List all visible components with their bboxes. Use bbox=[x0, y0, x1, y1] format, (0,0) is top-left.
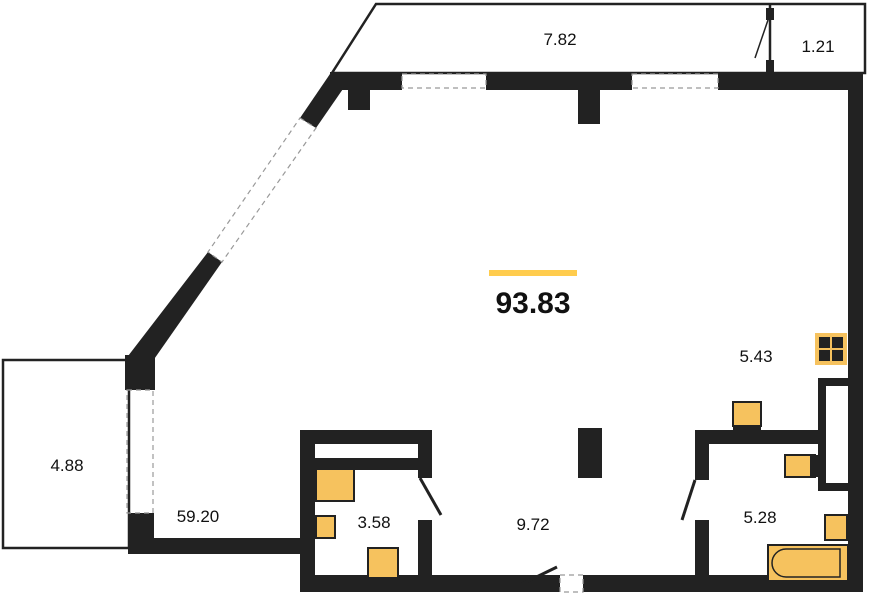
doors bbox=[418, 477, 697, 593]
fixtures bbox=[315, 333, 849, 582]
kitchen-sink-icon bbox=[732, 401, 762, 427]
room-hall-area: 9.72 bbox=[516, 515, 549, 534]
balcony-left-outline bbox=[1, 358, 131, 550]
bathtub-icon bbox=[767, 544, 849, 582]
sink-right-icon bbox=[824, 514, 848, 541]
room-storage-area: 1.21 bbox=[801, 37, 834, 56]
kitchen-stove-icon bbox=[815, 333, 847, 365]
total-area: 93.83 bbox=[495, 287, 570, 320]
windows bbox=[126, 73, 719, 514]
walls bbox=[125, 72, 863, 592]
storage-door bbox=[754, 19, 769, 59]
toilet-left-icon bbox=[367, 547, 399, 579]
room-bath-right-area: 5.28 bbox=[743, 508, 776, 527]
shower-icon bbox=[315, 468, 355, 502]
room-kitchen-area: 5.43 bbox=[739, 347, 772, 366]
balcony-top-outline bbox=[329, 2, 867, 75]
room-balcony-top-area: 7.82 bbox=[543, 30, 576, 49]
room-living-area: 59.20 bbox=[177, 507, 220, 526]
room-balcony-left-area: 4.88 bbox=[50, 456, 83, 475]
sink-left-icon bbox=[315, 515, 336, 539]
area-accent-bar bbox=[489, 270, 577, 276]
room-bath-left-area: 3.58 bbox=[357, 513, 390, 532]
